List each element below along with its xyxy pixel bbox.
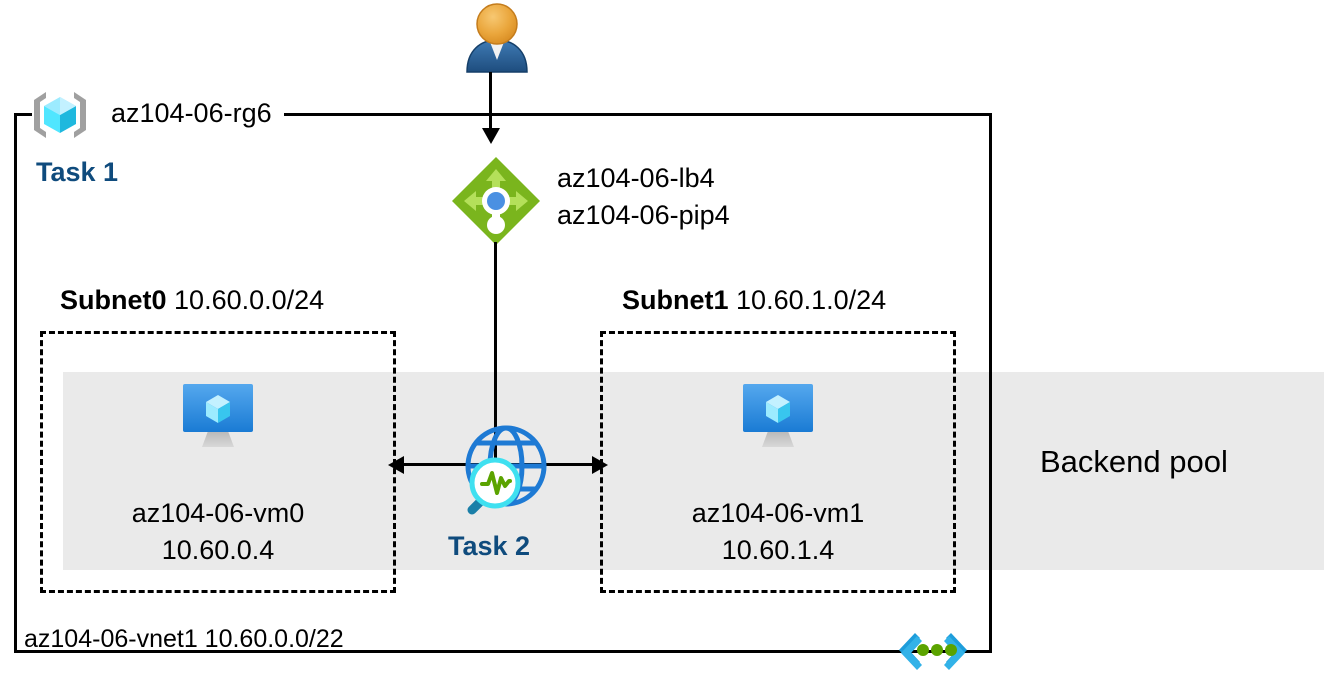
- network-watcher-icon: [450, 420, 554, 524]
- resource-group-border-top-left: [14, 113, 32, 116]
- subnet0-label: Subnet0 10.60.0.0/24: [60, 285, 324, 316]
- task-2-label: Task 2: [448, 531, 531, 561]
- virtual-network-icon: [893, 629, 973, 673]
- resource-group-border-bottom: [14, 650, 992, 653]
- subnet1-name: Subnet1: [622, 285, 729, 315]
- resource-group-icon: [32, 90, 88, 140]
- vnet-label: az104-06-vnet1 10.60.0.0/22: [24, 625, 344, 653]
- user-icon: [461, 2, 533, 74]
- task-1-label: Task 1: [36, 157, 119, 187]
- resource-group-name: az104-06-rg6: [111, 98, 272, 128]
- vm1-name: az104-06-vm1: [691, 498, 865, 528]
- virtual-machine-icon: [740, 381, 816, 453]
- subnet0-cidr: 10.60.0.0/24: [174, 285, 325, 315]
- subnet1-cidr: 10.60.1.0/24: [736, 285, 887, 315]
- arrow-user-to-loadbalancer-head: [482, 128, 500, 144]
- public-ip-name: az104-06-pip4: [557, 200, 730, 230]
- load-balancer-icon: [450, 155, 542, 247]
- resource-group-border-top-right: [284, 113, 992, 116]
- resource-group-border-left: [14, 113, 17, 653]
- resource-group-border-right: [989, 113, 992, 653]
- arrow-between-subnets-head-right: [592, 456, 608, 474]
- backend-pool-label: Backend pool: [1040, 444, 1228, 479]
- load-balancer-name: az104-06-lb4: [557, 163, 715, 193]
- subnet0-name: Subnet0: [60, 285, 167, 315]
- vm0-name: az104-06-vm0: [131, 498, 305, 528]
- virtual-machine-icon: [180, 381, 256, 453]
- connector-loadbalancer-to-networkwatcher: [494, 242, 497, 462]
- backend-pool-band: [63, 372, 1324, 570]
- subnet1-label: Subnet1 10.60.1.0/24: [622, 285, 886, 316]
- arrow-between-subnets-head-left: [388, 456, 404, 474]
- arrow-user-to-loadbalancer: [489, 72, 492, 132]
- vm1-ip: 10.60.1.4: [721, 535, 835, 565]
- vm0-ip: 10.60.0.4: [161, 535, 275, 565]
